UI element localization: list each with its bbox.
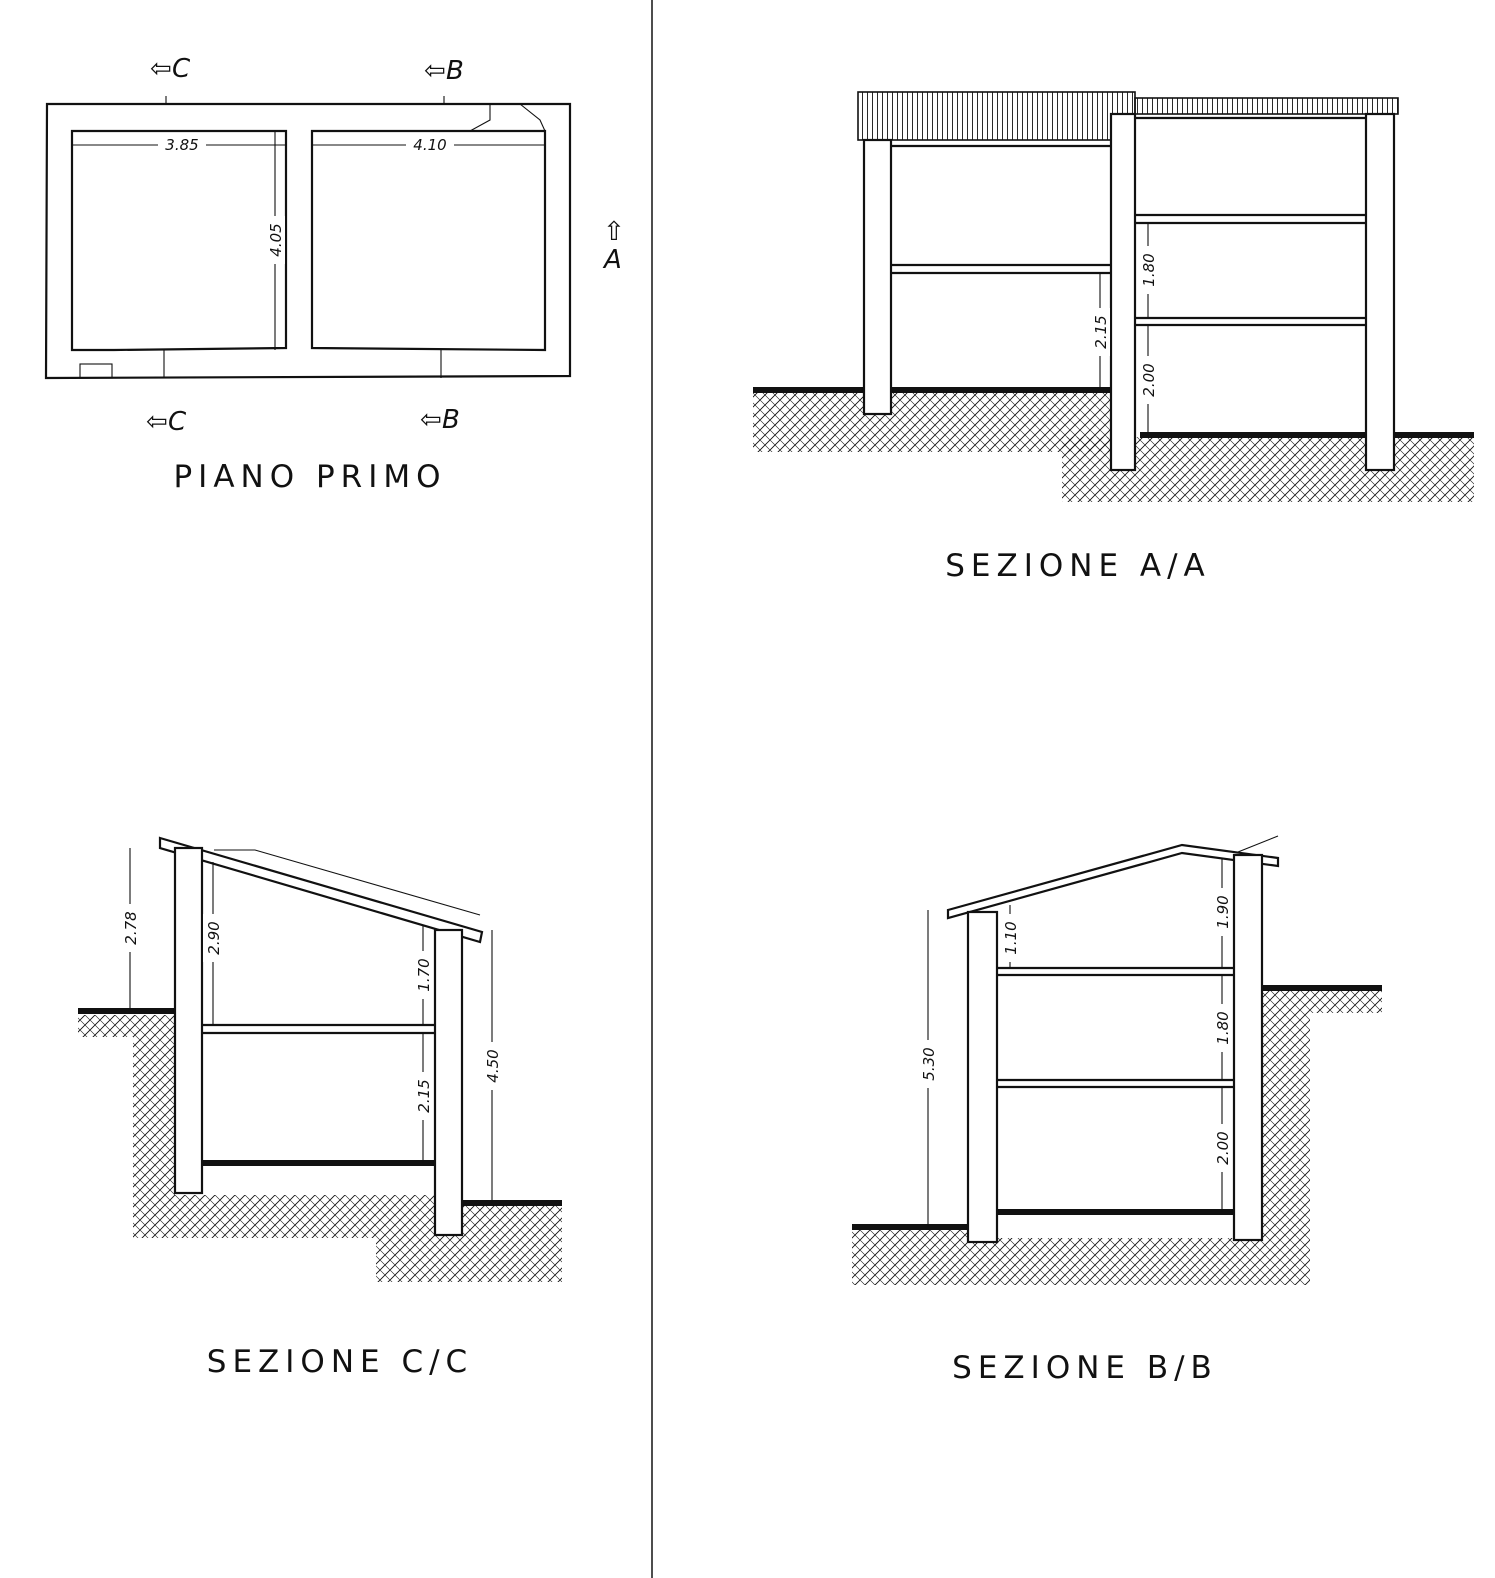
section-bb-dim-left-attic: 1.10 <box>1002 921 1020 954</box>
plan-drain <box>79 363 113 379</box>
section-bb-soil <box>852 990 1382 1285</box>
plan-room-right <box>310 129 547 352</box>
plan-dim-depth: 4.05 <box>267 223 285 256</box>
section-marker-c-bottom-label: C <box>168 407 187 437</box>
section-cc: 2.78 2.90 1.70 2.15 4.50 SEZIONE C/C <box>78 836 562 1380</box>
section-marker-c-top-label: C <box>172 54 191 84</box>
section-marker-b-top: ⇦ <box>424 56 446 86</box>
plan-outer-wall <box>44 102 572 380</box>
plan-dim-left-width: 3.85 <box>165 136 198 154</box>
section-aa-dim-right-upper: 1.80 <box>1140 253 1158 286</box>
plan-title: PIANO PRIMO <box>173 459 446 495</box>
section-bb-roof-edge <box>1237 835 1279 853</box>
section-aa-wall <box>1109 112 1137 472</box>
section-aa-dim-left-ground: 2.15 <box>1092 315 1110 348</box>
section-aa-room-right <box>1135 116 1366 327</box>
section-cc-dim-total: 4.50 <box>484 1049 502 1082</box>
section-aa-roof-right <box>1134 97 1399 115</box>
section-aa-dim-right-ground: 2.00 <box>1140 363 1158 396</box>
plan-room-left <box>70 129 288 352</box>
section-bb-wall <box>966 910 999 1244</box>
section-cc-wall <box>173 846 204 1195</box>
section-marker-c-bottom: ⇦ <box>146 407 168 437</box>
section-marker-a-right: ⇧ <box>603 217 625 247</box>
plan-piano-primo: 3.85 4.10 4.05 ⇦ C ⇦ B ⇦ C ⇦ B ⇧ A PIANO… <box>44 54 625 495</box>
section-bb-dim-middle: 1.80 <box>1214 1011 1232 1044</box>
section-bb-title: SEZIONE B/B <box>952 1350 1218 1386</box>
section-marker-b-bottom: ⇦ <box>420 405 442 435</box>
section-cc-dim-eave: 2.78 <box>122 911 140 944</box>
section-cc-floor-slab <box>202 1023 435 1035</box>
section-cc-roof-edge <box>214 849 481 916</box>
section-cc-title: SEZIONE C/C <box>207 1344 473 1380</box>
section-aa: 2.15 1.80 2.00 SEZIONE A/A <box>753 91 1474 584</box>
section-aa-title: SEZIONE A/A <box>945 548 1211 584</box>
section-cc-dim-left-upper: 2.90 <box>205 921 223 954</box>
section-cc-roof <box>158 836 484 944</box>
section-bb-roof <box>946 843 1280 920</box>
section-aa-wall <box>862 138 893 416</box>
section-aa-soil-left <box>753 392 1111 452</box>
section-marker-a-right-label: A <box>602 245 622 275</box>
section-bb: 5.30 1.10 1.90 1.80 2.00 SEZIONE B/B <box>852 835 1382 1386</box>
section-aa-wall <box>1364 112 1396 472</box>
section-aa-room-left <box>891 144 1111 275</box>
section-cc-dim-right-upper: 1.70 <box>415 958 433 991</box>
plan-chimney <box>469 103 546 132</box>
section-bb-dim-total: 5.30 <box>920 1047 938 1080</box>
section-bb-dim-right-attic: 1.90 <box>1214 895 1232 928</box>
section-cc-dim-ground: 2.15 <box>415 1079 433 1112</box>
section-marker-b-top-label: B <box>446 56 464 86</box>
section-marker-c-top: ⇦ <box>150 54 172 84</box>
section-bb-dim-ground: 2.00 <box>1214 1131 1232 1164</box>
plan-dim-right-width: 4.10 <box>413 136 446 154</box>
section-bb-wall <box>1232 853 1264 1242</box>
section-aa-roof-left <box>857 91 1136 141</box>
section-cc-wall <box>433 928 464 1237</box>
section-marker-b-bottom-label: B <box>442 405 460 435</box>
section-bb-slabs <box>997 966 1234 1089</box>
